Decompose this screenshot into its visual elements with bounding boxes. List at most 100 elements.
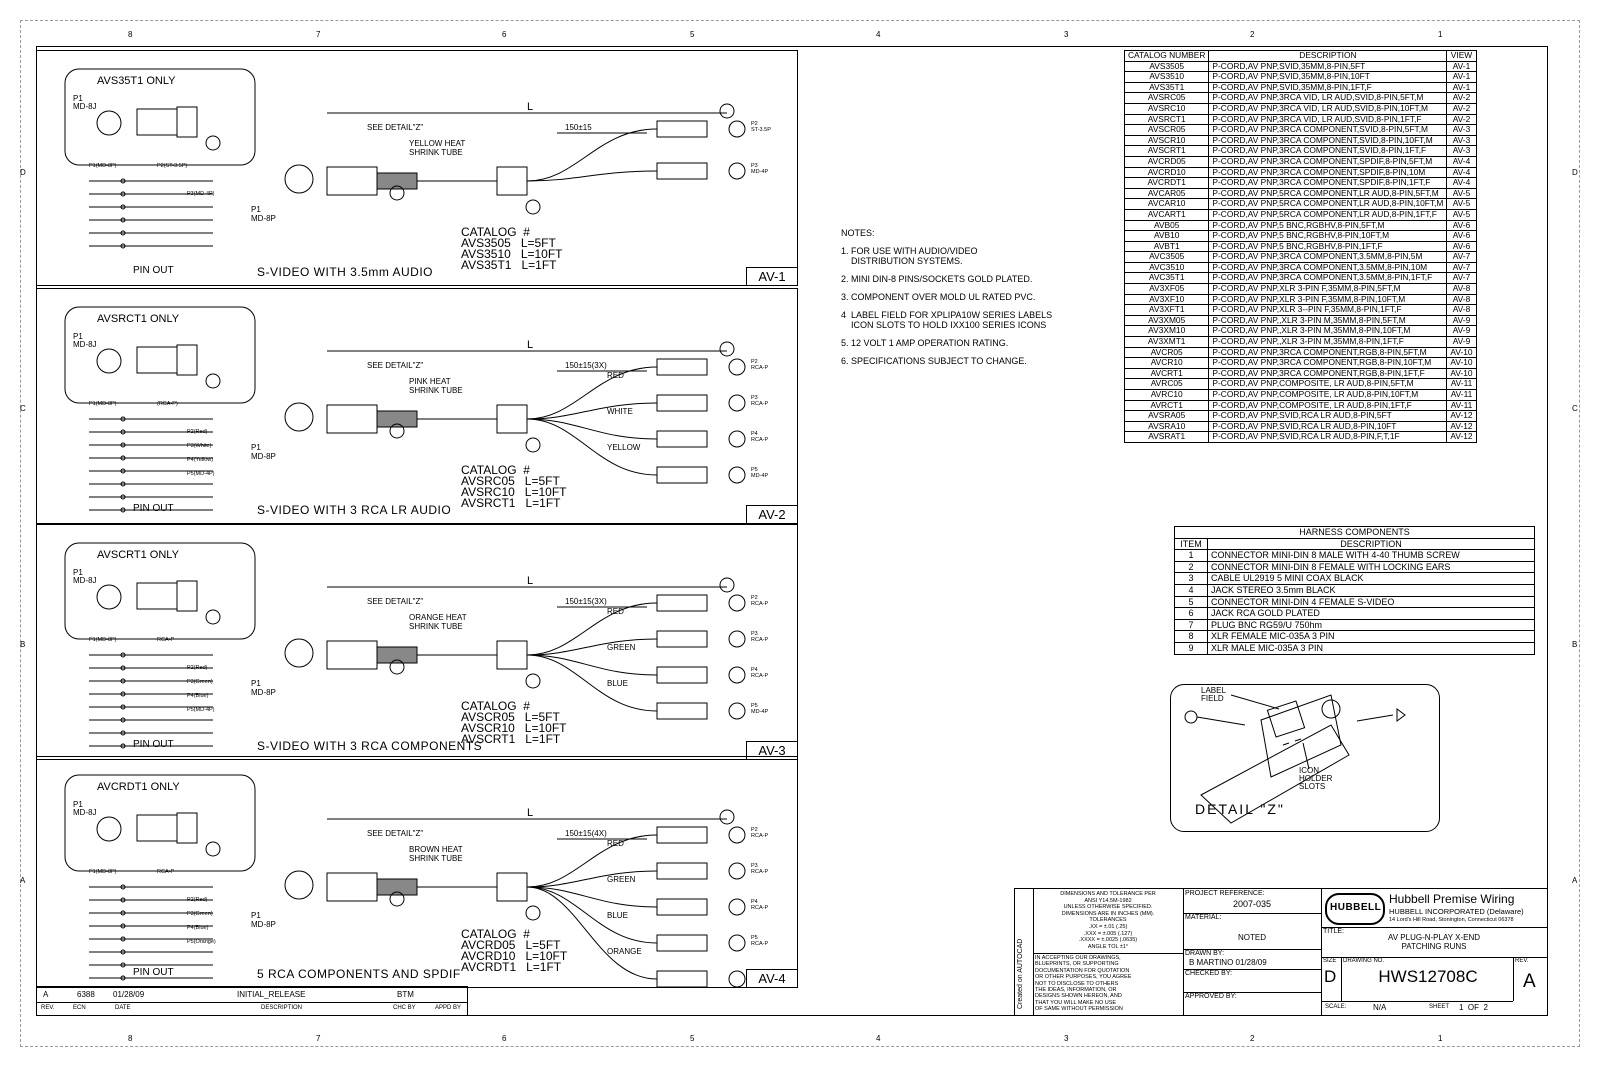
connector-label: P4 RCA-P [751,899,769,911]
harness-title: HARNESS COMPONENTS [1174,526,1535,539]
div-2 [1183,949,1321,950]
pin-label: P5(MD-4P) [187,707,215,713]
harness-header-cell: DESCRIPTION [1207,537,1535,551]
harness-description: CONNECTOR MINI-DIN 4 FEMALE S-VIDEO [1207,595,1535,609]
wire-color-label: RED [607,371,624,380]
spacing-dimension: 150±15(4X) [565,829,607,838]
div-8 [1513,957,1514,1001]
catalog-cell: AV3XFT1 [1123,304,1210,316]
catalog-entry: AVCRDT1 L=1FT [461,960,562,974]
pin-out-label: PIN OUT [133,739,174,750]
connector-label: P2 RCA-P [751,827,769,839]
div-4 [1183,992,1321,993]
catalog-cell: AV-1 [1446,71,1477,83]
connector-label: P3 RCA-P [751,631,769,643]
harness-header-cell: ITEM [1174,537,1208,551]
spacing-dimension: 150±15(3X) [565,597,607,606]
wire-color-label: GREEN [607,643,636,652]
rev-value: A [43,990,49,999]
connector-label: P2 ST-3.5P [751,121,771,133]
heat-shrink [376,878,418,896]
zone-label-top: 3 [1064,30,1069,39]
catalog-cell: AVS3510 [1123,71,1210,83]
connector-label: P5 MD-4P [751,467,769,479]
catalog-entry: AVCRD05 L=5FT [461,938,561,952]
harness-description: JACK STEREO 3.5mm BLACK [1207,583,1535,597]
catalog-cell: AVC35T1 [1123,272,1210,285]
catalog-cell: AVRC10 [1123,389,1210,401]
pin-label: (RCA-P) [157,401,178,407]
zone-label-top: 5 [690,30,695,39]
catalog-cell: P-CORD,AV PNP,SVID,RCA LR AUD,8-PIN,5FT [1208,410,1448,422]
div-9 [1321,1001,1513,1002]
catalog-cell: P-CORD,AV PNP,XLR 3--PIN F,35MM,8-PIN,1F… [1208,304,1448,316]
revision-header: DATE [115,1005,131,1011]
pin-label: P5(Orange) [187,939,216,945]
length-dimension: L [527,575,534,587]
catalog-cell: P-CORD,AV PNP,5RCA COMPONENT,LR AUD,8-PI… [1208,208,1448,221]
catalog-cell: AV-3 [1446,145,1477,157]
autocad-strip: Created on AUTOCAD [1015,889,1034,1015]
notes-heading: NOTES: [841,228,875,238]
connector-label: P3 RCA-P [751,863,769,875]
catalog-cell: AVB05 [1123,219,1210,232]
catalog-cell: AV-7 [1446,251,1477,263]
catalog-cell: AV3XF05 [1123,283,1210,295]
harness-item: 6 [1174,607,1208,620]
catalog-cell: P-CORD,AV PNP,3RCA COMPONENT,3.5MM,8-PIN… [1208,272,1448,285]
catalog-cell: AV-12 [1446,410,1477,422]
connector-label: P2 RCA-P [751,595,769,607]
catalog-cell: AV-12 [1446,420,1477,433]
zone-label-bottom: 5 [690,1034,695,1043]
zone-label-bottom: 4 [876,1034,881,1043]
catalog-entry: AVS3505 L=5FT [461,236,556,250]
view-tag: AV-4 [746,969,797,987]
catalog-cell: P-CORD,AV PNP,SVID,RCA LR AUD,8-PIN,10FT [1208,420,1448,433]
title-block: Created on AUTOCAD DIMENSIONS AND TOLERA… [1014,888,1548,1016]
wire-color-label: ORANGE [607,947,642,956]
catalog-cell: AVCRD10 [1123,166,1210,179]
pin-label: P3(Green) [187,911,213,917]
div-3 [1183,969,1321,970]
catalog-cell: AVSRAT1 [1123,431,1210,443]
zone-label-right: C [1572,404,1578,413]
catalog-entry: AVSCRT1 L=1FT [461,732,561,746]
zone-label-top: 1 [1438,30,1443,39]
p1-plug-label: P1 MD-8P [251,679,276,697]
catalog-cell: AV-2 [1446,92,1477,104]
catalog-cell: P-CORD,AV PNP,SVID,35MM,8-PIN,10FT [1208,71,1448,83]
catalog-cell: AVSRC05 [1123,92,1210,104]
catalog-cell: AVSRCT1 [1123,113,1210,126]
catalog-cell: AV3XF10 [1123,293,1210,306]
pin-label: RCA-P [157,637,175,643]
zone-label-right: A [1572,876,1578,885]
zone-label-left: B [20,640,26,649]
catalog-cell: P-CORD,AV PNP,5 BNC,RGBHV,8-PIN,10FT,M [1208,230,1448,242]
catalog-cell: P-CORD,AV PNP,3RCA COMPONENT,SVID,8-PIN,… [1208,124,1448,136]
connector-label: P5 RCA-P [751,935,769,947]
catalog-cell: AVSCR05 [1123,124,1210,136]
wire-color-label: RED [607,839,624,848]
detail-bubble [64,542,256,640]
company-address: 14 Lord's Hill Road, Stonington, Connect… [1389,917,1514,923]
catalog-cell: P-CORD,AV PNP,3RCA VID, LR AUD,SVID,8-PI… [1208,113,1448,126]
